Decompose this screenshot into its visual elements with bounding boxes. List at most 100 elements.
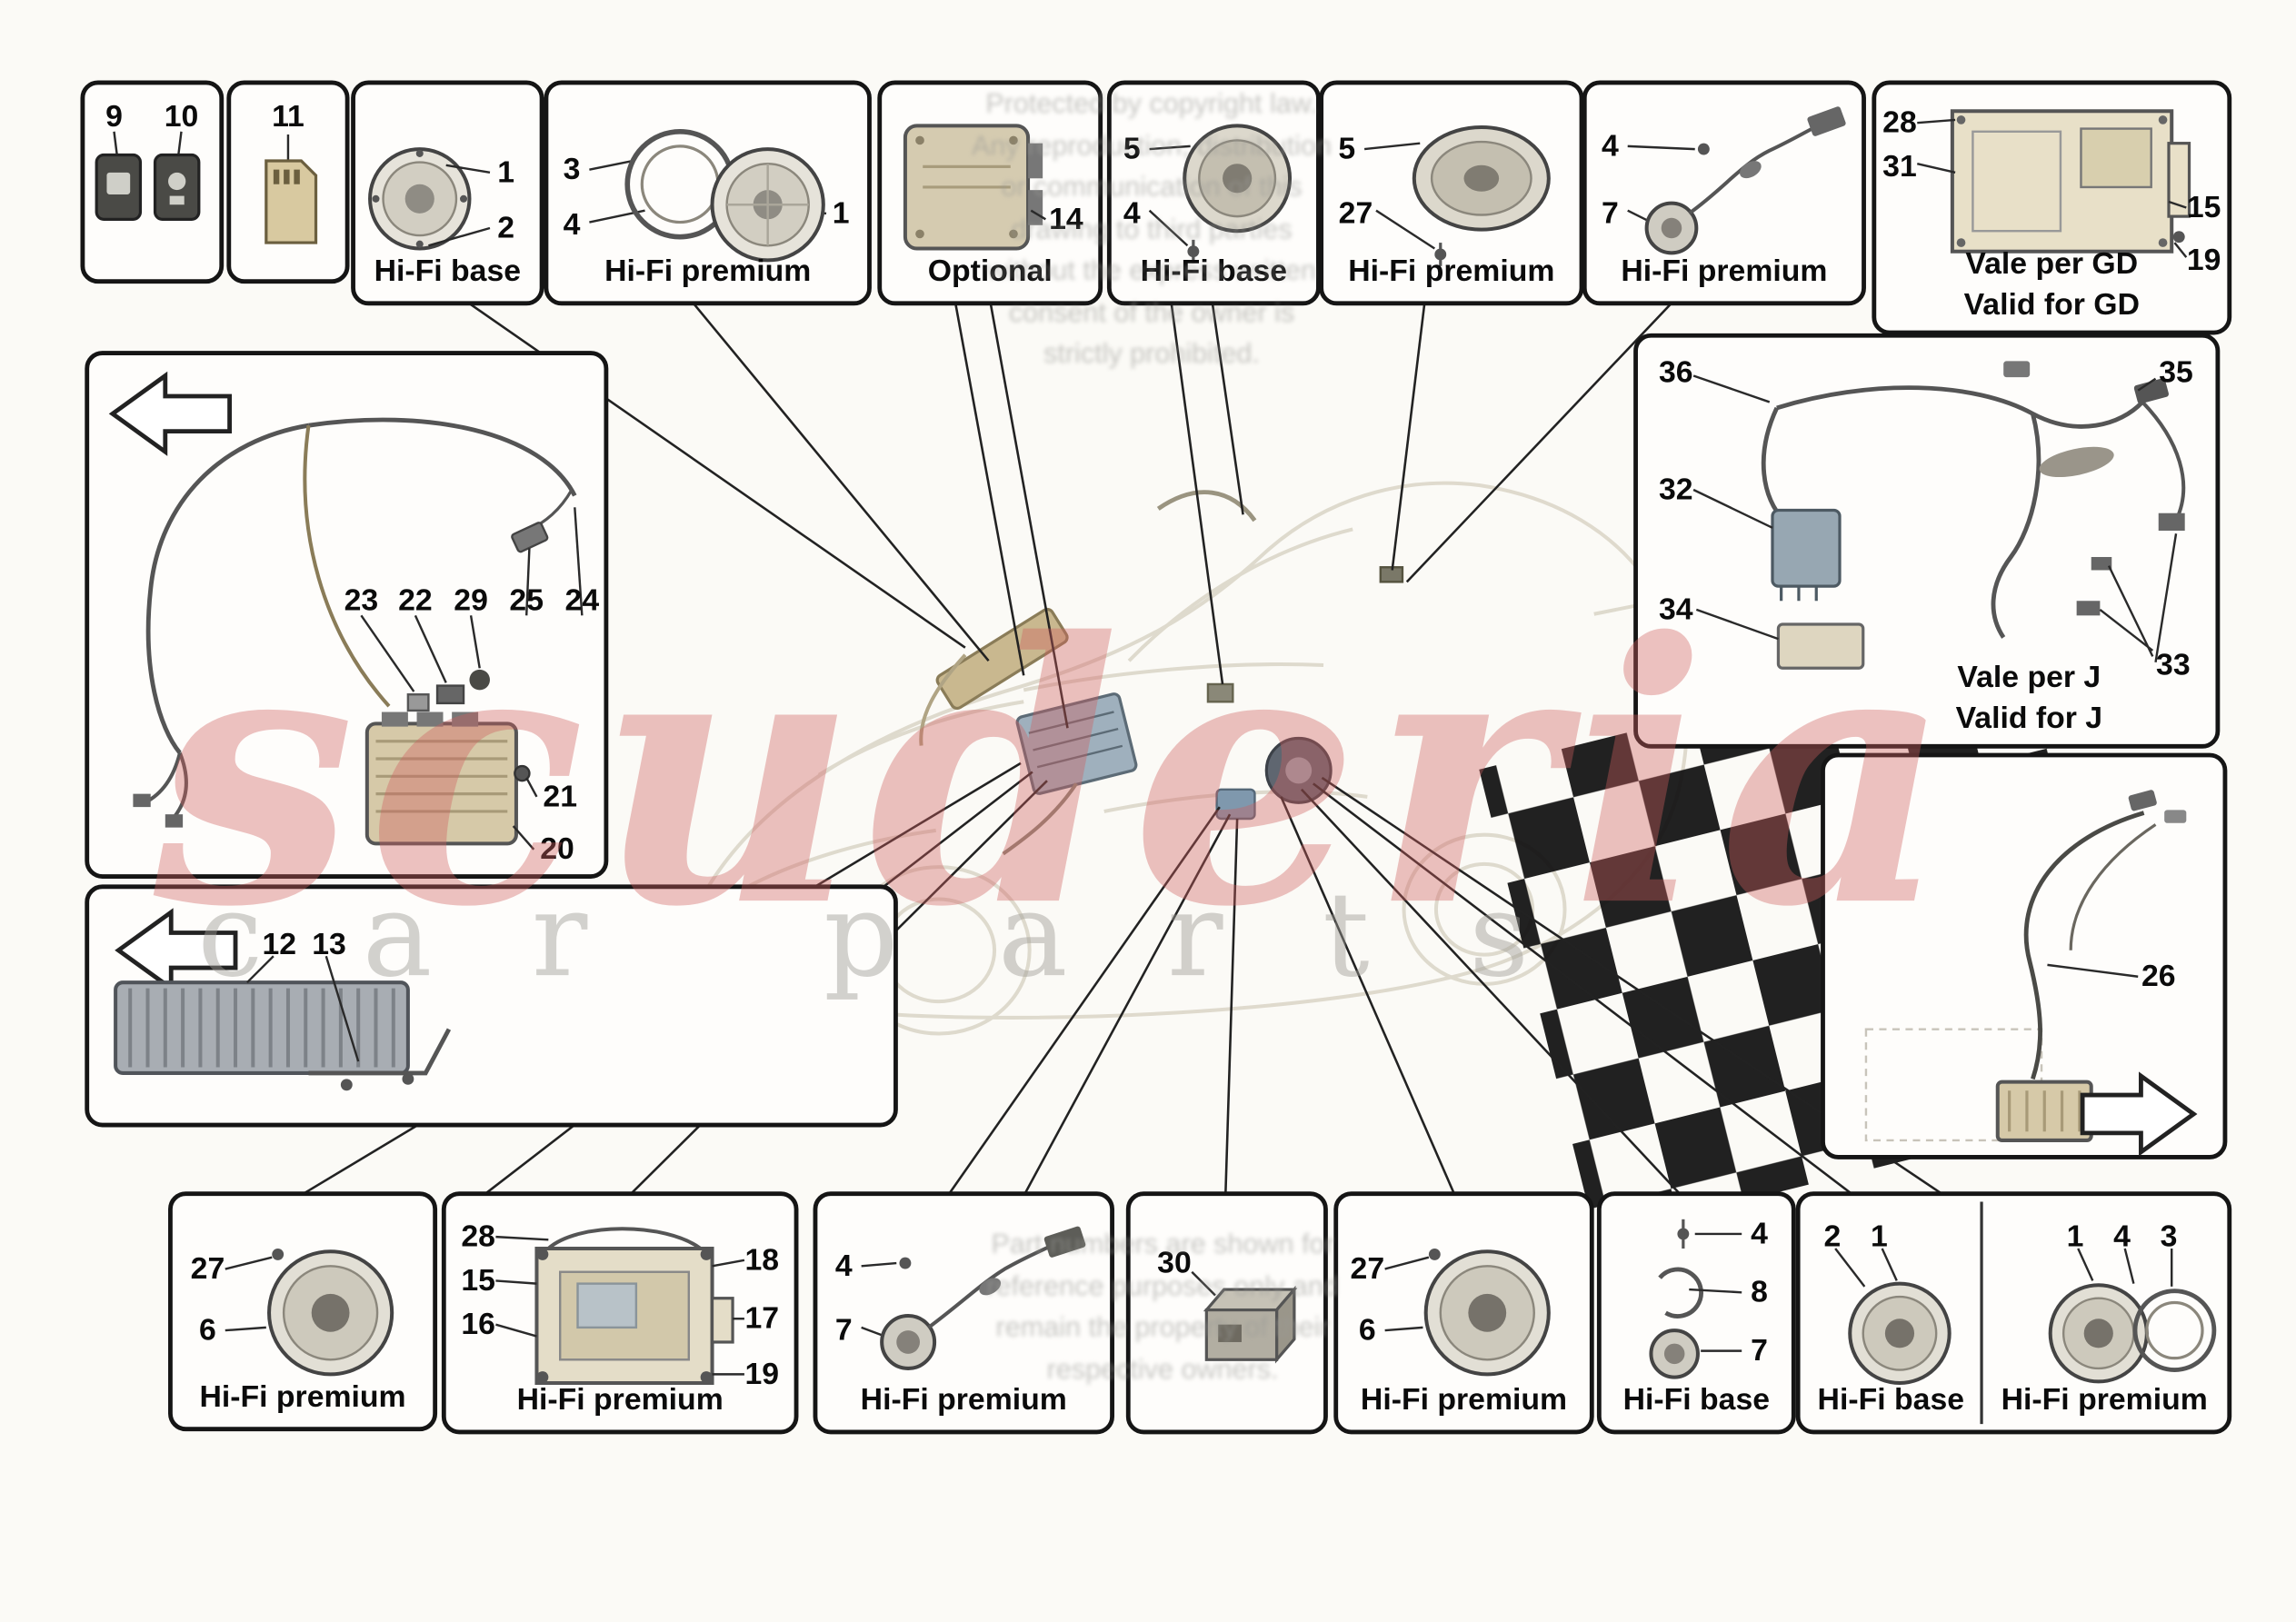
callout-12[interactable]: 12 (262, 927, 297, 961)
callout-10[interactable]: 10 (164, 100, 199, 134)
callout-14[interactable]: 14 (1049, 202, 1083, 236)
box-label: Hi-Fi premium (860, 1383, 1067, 1418)
amplifier-bracket-drawing (495, 1227, 745, 1386)
callout-5[interactable]: 5 (1123, 132, 1141, 166)
box-label: Hi-Fi base (1817, 1383, 1965, 1418)
callout-36[interactable]: 36 (1659, 355, 1693, 390)
callout-27[interactable]: 27 (190, 1252, 225, 1287)
box-label-stack: Vale per J Valid for J (1857, 659, 2201, 739)
callout-29[interactable]: 29 (454, 583, 488, 618)
box-label: Hi-Fi premium (1360, 1383, 1568, 1418)
combo-speakers-drawing (1834, 1201, 2217, 1425)
callout-24[interactable]: 24 (564, 583, 600, 618)
callout-4[interactable]: 4 (1601, 129, 1619, 164)
part-box-sd-card: 11 (226, 80, 350, 284)
part-box-rear-harness: 26 (1821, 752, 2228, 1159)
callout-30[interactable]: 30 (1157, 1246, 1192, 1280)
bracket-drawing (1916, 109, 2191, 258)
callout-27[interactable]: 27 (1350, 1252, 1385, 1287)
callout-2[interactable]: 2 (1823, 1219, 1842, 1254)
callout-15[interactable]: 15 (461, 1263, 495, 1298)
callout-19[interactable]: 19 (2186, 243, 2221, 277)
callout-2[interactable]: 2 (497, 211, 515, 245)
callout-28[interactable]: 28 (461, 1219, 495, 1254)
callout-3[interactable]: 3 (563, 153, 581, 187)
callout-1[interactable]: 1 (497, 155, 515, 190)
callout-16[interactable]: 16 (461, 1308, 495, 1342)
callout-23[interactable]: 23 (344, 583, 379, 618)
box-label: Hi-Fi base (1622, 1383, 1771, 1418)
speaker-drawing (225, 1249, 394, 1377)
callout-11[interactable]: 11 (272, 100, 304, 134)
box-label: Vale per J (1957, 661, 2101, 695)
callout-15[interactable]: 15 (2186, 190, 2221, 224)
tweeter-parts-drawing (1649, 1219, 1742, 1379)
callout-4[interactable]: 4 (1751, 1217, 1768, 1251)
part-box-optional-ecu: 14 Optional (877, 80, 1103, 306)
callout-34[interactable]: 34 (1659, 592, 1693, 627)
tweeter-wire-drawing (861, 1226, 1086, 1370)
callout-22[interactable]: 22 (398, 583, 433, 618)
part-box-speaker-base-front: 1 2 Hi-Fi base (351, 80, 544, 306)
part-box-br-tweeter-base: 4 8 7 Hi-Fi base (1596, 1191, 1796, 1435)
part-box-main-harness: 23 22 29 25 24 21 20 (85, 351, 609, 879)
speaker-drawing (1384, 1249, 1551, 1377)
box-label: Vale per GD (1965, 247, 2139, 282)
box-label: Optional (927, 254, 1053, 288)
callout-32[interactable]: 32 (1659, 473, 1693, 507)
box-label-stack: Vale per GD Valid for GD (1876, 244, 2227, 324)
callout-18[interactable]: 18 (744, 1243, 780, 1278)
tweeter-wire-drawing (1627, 106, 1846, 255)
callout-4[interactable]: 4 (834, 1249, 853, 1283)
callout-8[interactable]: 8 (1751, 1275, 1768, 1309)
direction-arrow-icon (108, 371, 233, 456)
callout-21[interactable]: 21 (543, 780, 578, 814)
callout-31[interactable]: 31 (1882, 149, 1917, 184)
callout-25[interactable]: 25 (509, 583, 544, 618)
speaker-drawing (368, 147, 491, 251)
callout-26[interactable]: 26 (2141, 960, 2176, 994)
box-label: Hi-Fi premium (2001, 1383, 2208, 1418)
callout-27[interactable]: 27 (1338, 196, 1373, 231)
ecu-drawing (903, 124, 1046, 251)
callout-4[interactable]: 4 (563, 208, 581, 243)
oval-speaker-drawing (1363, 124, 1551, 266)
part-box-mid-speaker-premium: 5 27 Hi-Fi premium (1319, 80, 1584, 306)
direction-arrow-icon (115, 908, 238, 993)
callout-7[interactable]: 7 (834, 1313, 853, 1348)
box-label: Valid for J (1955, 701, 2103, 735)
callout-3[interactable]: 3 (2160, 1219, 2178, 1254)
callout-7[interactable]: 7 (1601, 196, 1619, 231)
callout-35[interactable]: 35 (2159, 355, 2193, 390)
callout-6[interactable]: 6 (199, 1313, 216, 1348)
part-box-switches: 9 10 (80, 80, 225, 284)
callout-19[interactable]: 19 (744, 1357, 780, 1391)
callout-17[interactable]: 17 (744, 1301, 780, 1336)
callout-6[interactable]: 6 (1358, 1313, 1376, 1348)
module-drawing (1191, 1270, 1298, 1364)
callout-7[interactable]: 7 (1751, 1334, 1768, 1368)
center-components (919, 490, 1404, 856)
amplifier-drawing (114, 908, 452, 1091)
callout-1[interactable]: 1 (832, 196, 850, 231)
part-box-bl-speaker: 27 6 Hi-Fi premium (168, 1191, 438, 1432)
callout-13[interactable]: 13 (312, 927, 346, 961)
box-label: Hi-Fi premium (1621, 254, 1828, 288)
part-box-bl-tweeter: 4 7 Hi-Fi premium (813, 1191, 1114, 1435)
callout-28[interactable]: 28 (1882, 105, 1917, 140)
callout-33[interactable]: 33 (2156, 648, 2191, 682)
callout-1[interactable]: 1 (1871, 1219, 1888, 1254)
box-label: Hi-Fi premium (1348, 254, 1555, 288)
part-box-bracket-gd: 28 31 15 19 Vale per GD Valid for GD (1872, 80, 2232, 335)
callout-4[interactable]: 4 (2113, 1219, 2131, 1254)
callout-9[interactable]: 9 (105, 100, 123, 134)
part-box-tweeter-premium-top: 4 7 Hi-Fi premium (1582, 80, 1866, 306)
callout-1[interactable]: 1 (2066, 1219, 2084, 1254)
sd-card-drawing (265, 134, 318, 244)
callout-20[interactable]: 20 (540, 832, 574, 867)
callout-5[interactable]: 5 (1338, 132, 1356, 166)
callout-4[interactable]: 4 (1123, 196, 1141, 231)
part-box-module-30: 30 (1125, 1191, 1328, 1435)
harness-j-drawing (1692, 361, 2186, 670)
